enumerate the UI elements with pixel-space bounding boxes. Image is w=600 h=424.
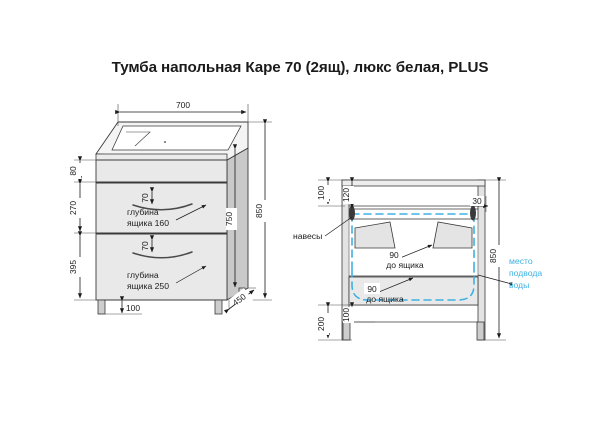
dim-label-70-upper: 70 — [140, 193, 150, 203]
water-supply-line1: место — [509, 256, 533, 266]
dim-label-70-lower: 70 — [140, 241, 150, 251]
annotation-upper-drawer-depth: глубина ящика 160 — [127, 204, 207, 228]
dim-depth-450: 450 — [223, 287, 256, 314]
rear-legs — [342, 321, 485, 341]
dim-hanger-120: 120 — [341, 177, 355, 209]
dim-label-270: 270 — [68, 201, 78, 215]
dim-label-top-100: 100 — [316, 186, 326, 200]
dim-bottom-100: 100 — [341, 302, 355, 323]
water-zone-lower — [351, 269, 475, 301]
dim-label-850-left: 850 — [254, 204, 264, 218]
dim-width-700: 700 — [115, 99, 249, 126]
water-supply-line3: воды — [509, 280, 529, 290]
dim-height-395: 395 — [68, 231, 83, 299]
lower-clearance-value: 90 — [367, 284, 377, 294]
dim-top-100: 100 — [316, 177, 331, 205]
upper-drawer-depth-line2: ящика 160 — [127, 218, 169, 228]
hangers-label: навесы — [293, 231, 322, 241]
annotation-lower-clearance: 90 до ящика — [364, 277, 414, 304]
dim-body-750: 750 — [224, 144, 238, 288]
lower-drawer-depth-line2: ящика 250 — [127, 281, 169, 291]
dim-handle-gap-lower-70: 70 — [140, 235, 155, 253]
dim-label-200: 200 — [316, 317, 326, 331]
dim-label-700: 700 — [176, 100, 190, 110]
dim-label-120: 120 — [341, 188, 351, 202]
right-view-group: 100 120 30 850 — [293, 177, 542, 341]
dim-label-80: 80 — [68, 166, 78, 176]
dim-label-850-right: 850 — [488, 249, 498, 263]
dim-height-80: 80 — [68, 156, 83, 182]
dim-handle-gap-upper-70: 70 — [140, 187, 155, 205]
washbasin-top — [95, 121, 249, 161]
dim-hanger-offset-30: 30 — [470, 196, 489, 212]
lower-drawer-depth-line1: глубина — [127, 270, 159, 280]
dim-leg-100: 100 — [99, 296, 142, 315]
upper-drawer-front[interactable] — [95, 182, 228, 234]
dim-total-850-right: 850 — [488, 177, 502, 339]
hanger-brackets — [349, 205, 476, 221]
dim-label-395: 395 — [68, 260, 78, 274]
water-supply-line2: подвода — [509, 268, 542, 278]
dim-height-270: 270 — [68, 179, 83, 232]
upper-drawer-depth-line1: глубина — [127, 207, 159, 217]
annotation-hangers: навесы — [293, 216, 353, 241]
cabinet-top-rail — [95, 159, 228, 183]
upper-clearance-caption: до ящика — [386, 260, 424, 270]
annotation-lower-drawer-depth: глубина ящика 250 — [127, 265, 207, 291]
dim-label-30: 30 — [472, 196, 482, 206]
upper-drawer-box — [348, 218, 479, 277]
dim-label-bottom-100: 100 — [341, 308, 351, 322]
annotation-water-supply: место подвода воды — [477, 256, 542, 290]
upper-clearance-value: 90 — [389, 250, 399, 260]
dim-label-leg-100: 100 — [126, 303, 140, 313]
lower-clearance-caption: до ящика — [366, 294, 404, 304]
left-view-group: 700 80 270 — [68, 99, 272, 315]
page-title: Тумба напольная Каре 70 (2ящ), люкс бела… — [111, 59, 489, 76]
dim-bottom-200: 200 — [316, 302, 331, 339]
annotation-upper-clearance: 90 до ящика — [386, 244, 433, 270]
dim-label-750: 750 — [224, 212, 234, 226]
